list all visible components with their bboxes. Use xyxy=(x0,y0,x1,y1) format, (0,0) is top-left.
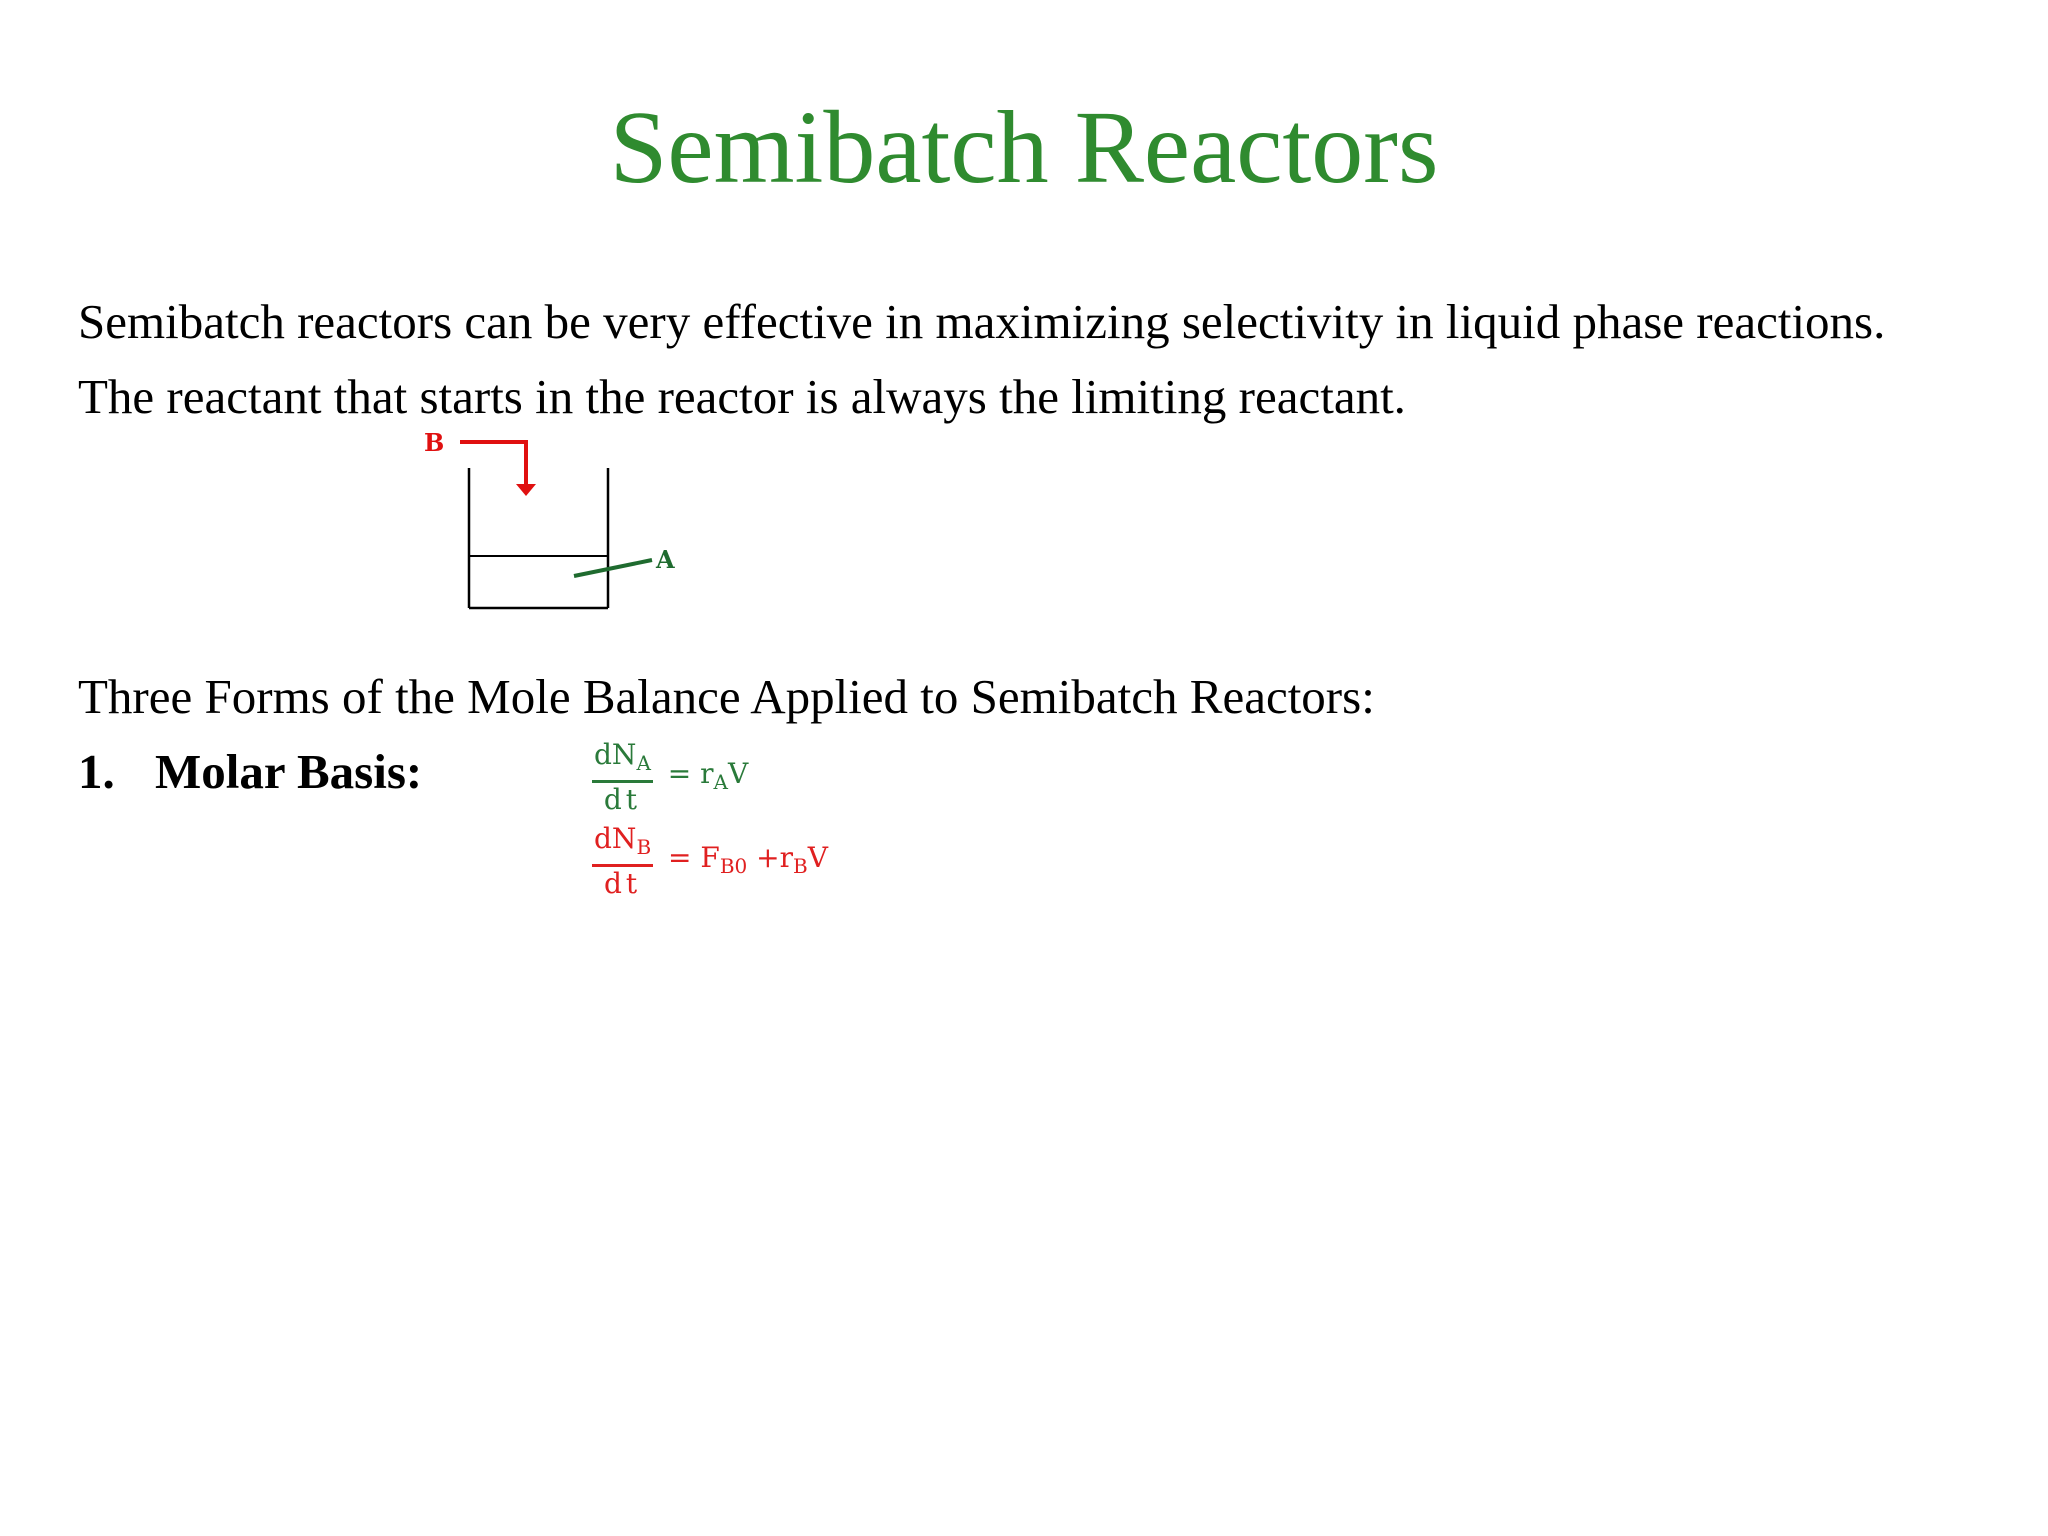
equation-b-rhs: = FB0 +rBV xyxy=(668,840,828,878)
equation-a-rhs: = rAV xyxy=(667,756,749,794)
equation-b-numerator: dNB xyxy=(592,822,654,867)
intro-line-1: Semibatch reactors can be very effective… xyxy=(78,294,1886,349)
item-1-number: 1. xyxy=(78,744,115,799)
feed-b-label: B xyxy=(424,430,444,457)
equation-a-denominator: dt xyxy=(603,783,642,816)
equation-b-fraction: dNB dt xyxy=(592,822,654,901)
item-1-label: Molar Basis: xyxy=(155,744,423,799)
forms-heading: Three Forms of the Mole Balance Applied … xyxy=(78,669,1375,724)
charge-a-pointer xyxy=(573,558,653,578)
feed-b-arrow xyxy=(460,440,528,486)
semibatch-reactor-diagram: B A xyxy=(420,430,700,620)
equation-a-mole-balance: dNA dt = rAV xyxy=(592,738,748,817)
feed-b-arrowhead xyxy=(516,484,536,496)
equation-a-numerator: dNA xyxy=(592,738,653,783)
charge-a-label: A xyxy=(655,545,675,574)
slide-title: Semibatch Reactors xyxy=(609,90,1439,205)
intro-line-2: The reactant that starts in the reactor … xyxy=(78,369,1406,424)
equation-a-fraction: dNA dt xyxy=(592,738,653,817)
item-1: 1. Molar Basis: xyxy=(78,742,422,802)
equation-b-denominator: dt xyxy=(603,867,642,900)
equation-b-mole-balance: dNB dt = FB0 +rBV xyxy=(592,822,828,901)
